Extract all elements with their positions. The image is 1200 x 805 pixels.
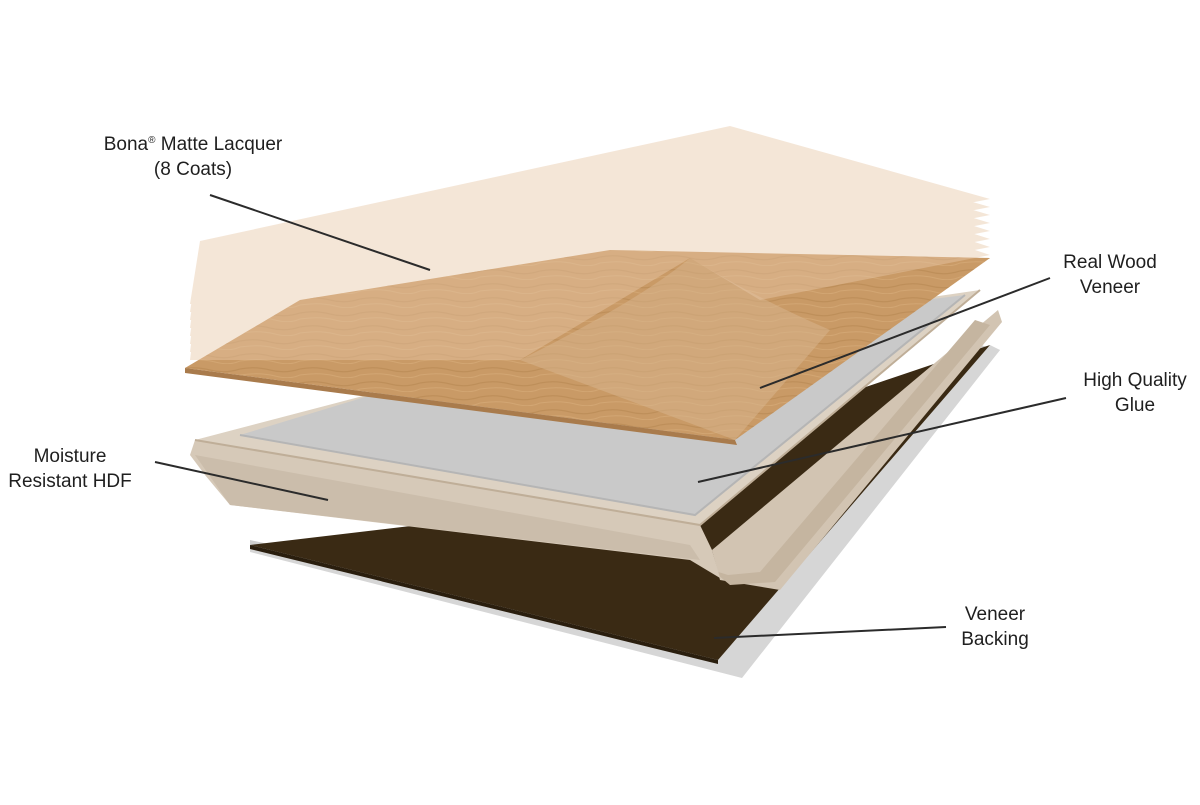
veneer-line2: Veneer (1079, 277, 1141, 298)
registered-mark: ® (148, 135, 156, 146)
backing-leader (713, 626, 947, 639)
hdf-tongue (712, 320, 990, 585)
label-real-wood-veneer: Real Wood Veneer (1050, 250, 1170, 300)
hdf-leader (154, 461, 329, 501)
hdf-line1: Moisture (33, 446, 107, 467)
hdf-front-shade (195, 455, 700, 560)
lacquer-coats (190, 126, 990, 360)
veneer-backing-edge (250, 545, 718, 664)
label-glue: High Quality Glue (1070, 368, 1200, 418)
label-lacquer: Bona® Matte Lacquer (8 Coats) (88, 128, 298, 182)
lacquer-coats-count: (8 Coats) (153, 159, 233, 180)
glue-leader (697, 397, 1067, 483)
veneer-edge (185, 368, 737, 445)
lacquer-name: Matte Lacquer (155, 134, 283, 155)
label-veneer-backing: Veneer Backing (945, 602, 1045, 652)
glue-line2: Glue (1114, 395, 1156, 416)
label-hdf: Moisture Resistant HDF (0, 444, 140, 494)
lacquer-brand: Bona (103, 134, 149, 155)
veneer-line1: Real Wood (1063, 252, 1157, 273)
glue-edge (239, 294, 966, 517)
backing-line2: Backing (961, 629, 1029, 650)
lacquer-peel (520, 258, 830, 440)
glue-line1: High Quality (1083, 370, 1187, 391)
backing-line1: Veneer (964, 604, 1026, 625)
veneer-leader (759, 277, 1051, 389)
lacquer-leader (209, 194, 431, 271)
hdf-line2: Resistant HDF (8, 471, 132, 492)
hdf-edge-line (194, 289, 981, 527)
